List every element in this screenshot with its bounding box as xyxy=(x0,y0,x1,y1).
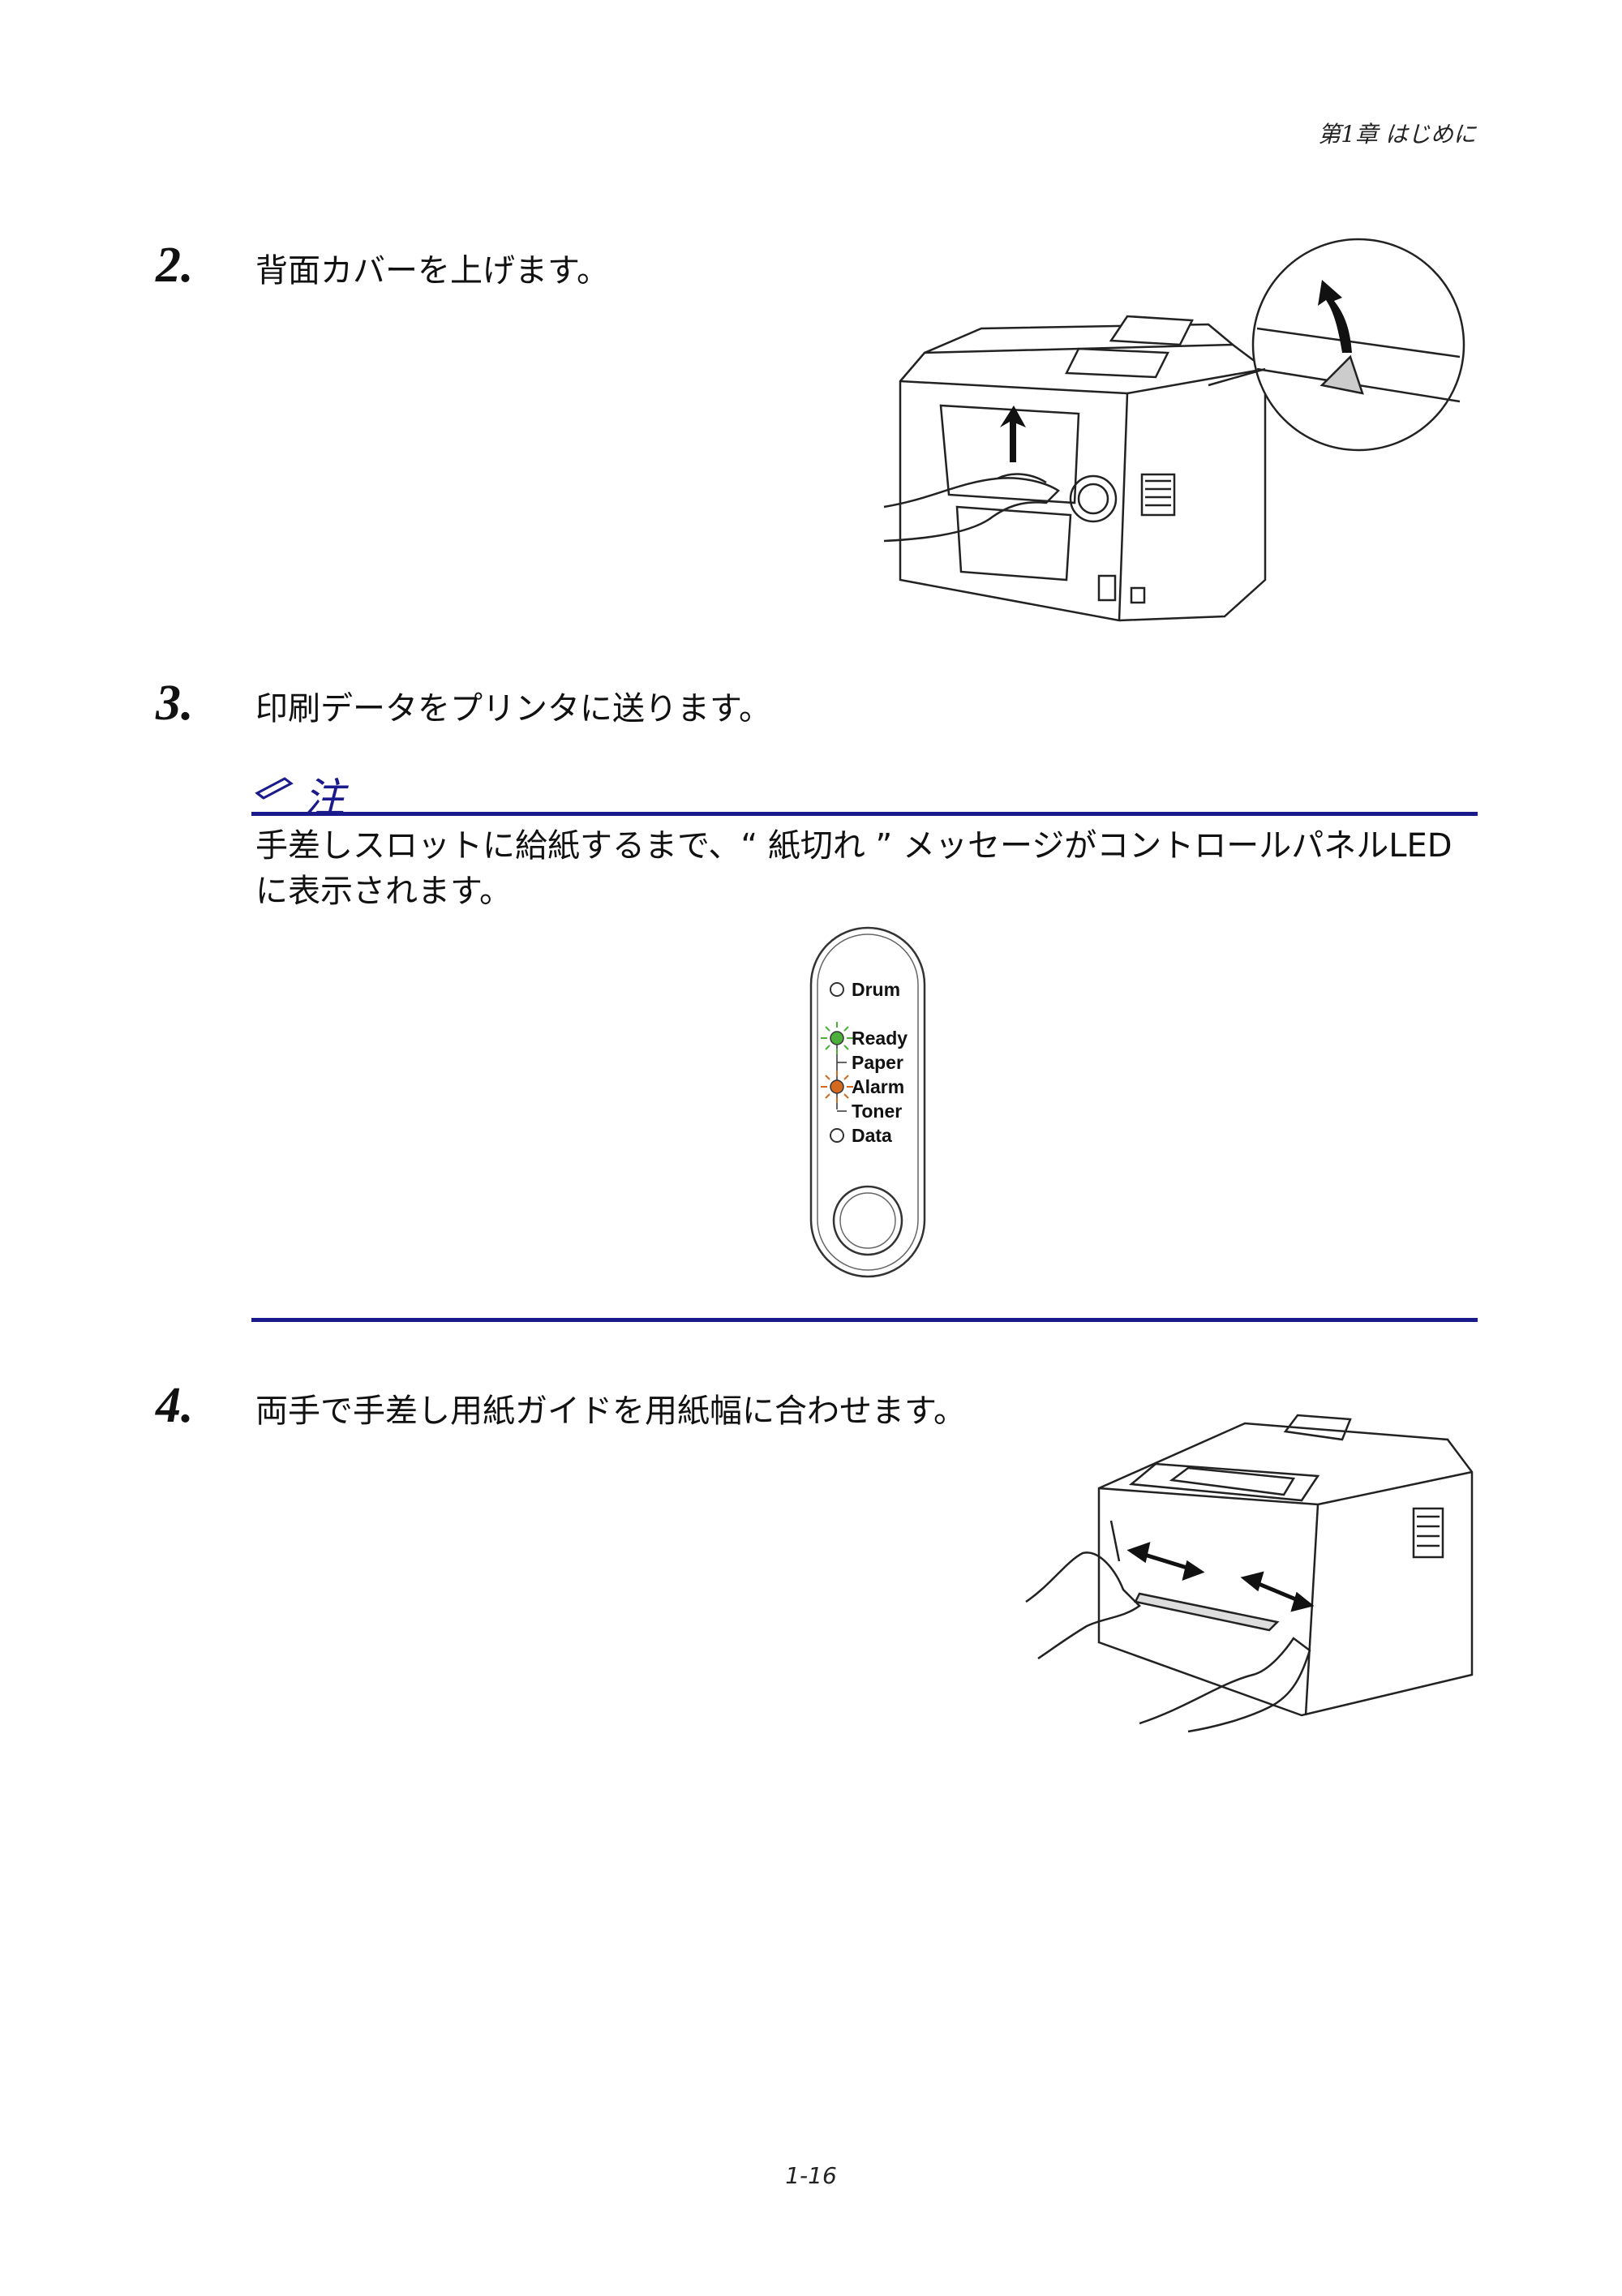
step-2-text: 背面カバーを上げます。 xyxy=(255,252,609,290)
step-4-text: 両手で手差し用紙ガイドを用紙幅に合わせます。 xyxy=(255,1393,966,1430)
drum-led xyxy=(830,982,844,997)
ready-led-rays xyxy=(821,1022,853,1054)
note-bottom-rule xyxy=(251,1318,1478,1322)
note-pencil-icon xyxy=(255,769,296,805)
note-body: 手差しスロットに給紙するまで、“ 紙切れ ” メッセージがコントロールパネルLE… xyxy=(255,827,1453,910)
led-label-ready: Ready xyxy=(852,1028,908,1049)
step-3-number: 3. xyxy=(156,676,194,731)
led-label-paper: Paper xyxy=(852,1052,903,1073)
step-3-text: 印刷データをプリンタに送ります。 xyxy=(255,690,771,727)
led-label-data: Data xyxy=(852,1125,892,1146)
led-label-drum: Drum xyxy=(852,979,900,1000)
alarm-led xyxy=(830,1079,844,1094)
panel-button[interactable] xyxy=(832,1185,903,1256)
ready-led xyxy=(830,1031,844,1045)
step-4-number: 4. xyxy=(156,1378,194,1433)
rear-cover-illustration xyxy=(883,238,1465,622)
step-2-number: 2. xyxy=(156,238,194,293)
manual-feed-guide-illustration xyxy=(1025,1414,1474,1733)
note-top-rule xyxy=(251,812,1478,816)
led-control-panel: Drum Ready Paper Alarm Toner Data xyxy=(809,926,926,1278)
led-label-alarm: Alarm xyxy=(852,1076,904,1097)
page-number: 1-16 xyxy=(785,2162,837,2189)
chapter-header: 第1章 はじめに xyxy=(1318,121,1476,148)
data-led xyxy=(830,1128,844,1143)
led-label-toner: Toner xyxy=(852,1101,902,1122)
alarm-led-rays xyxy=(821,1071,853,1103)
